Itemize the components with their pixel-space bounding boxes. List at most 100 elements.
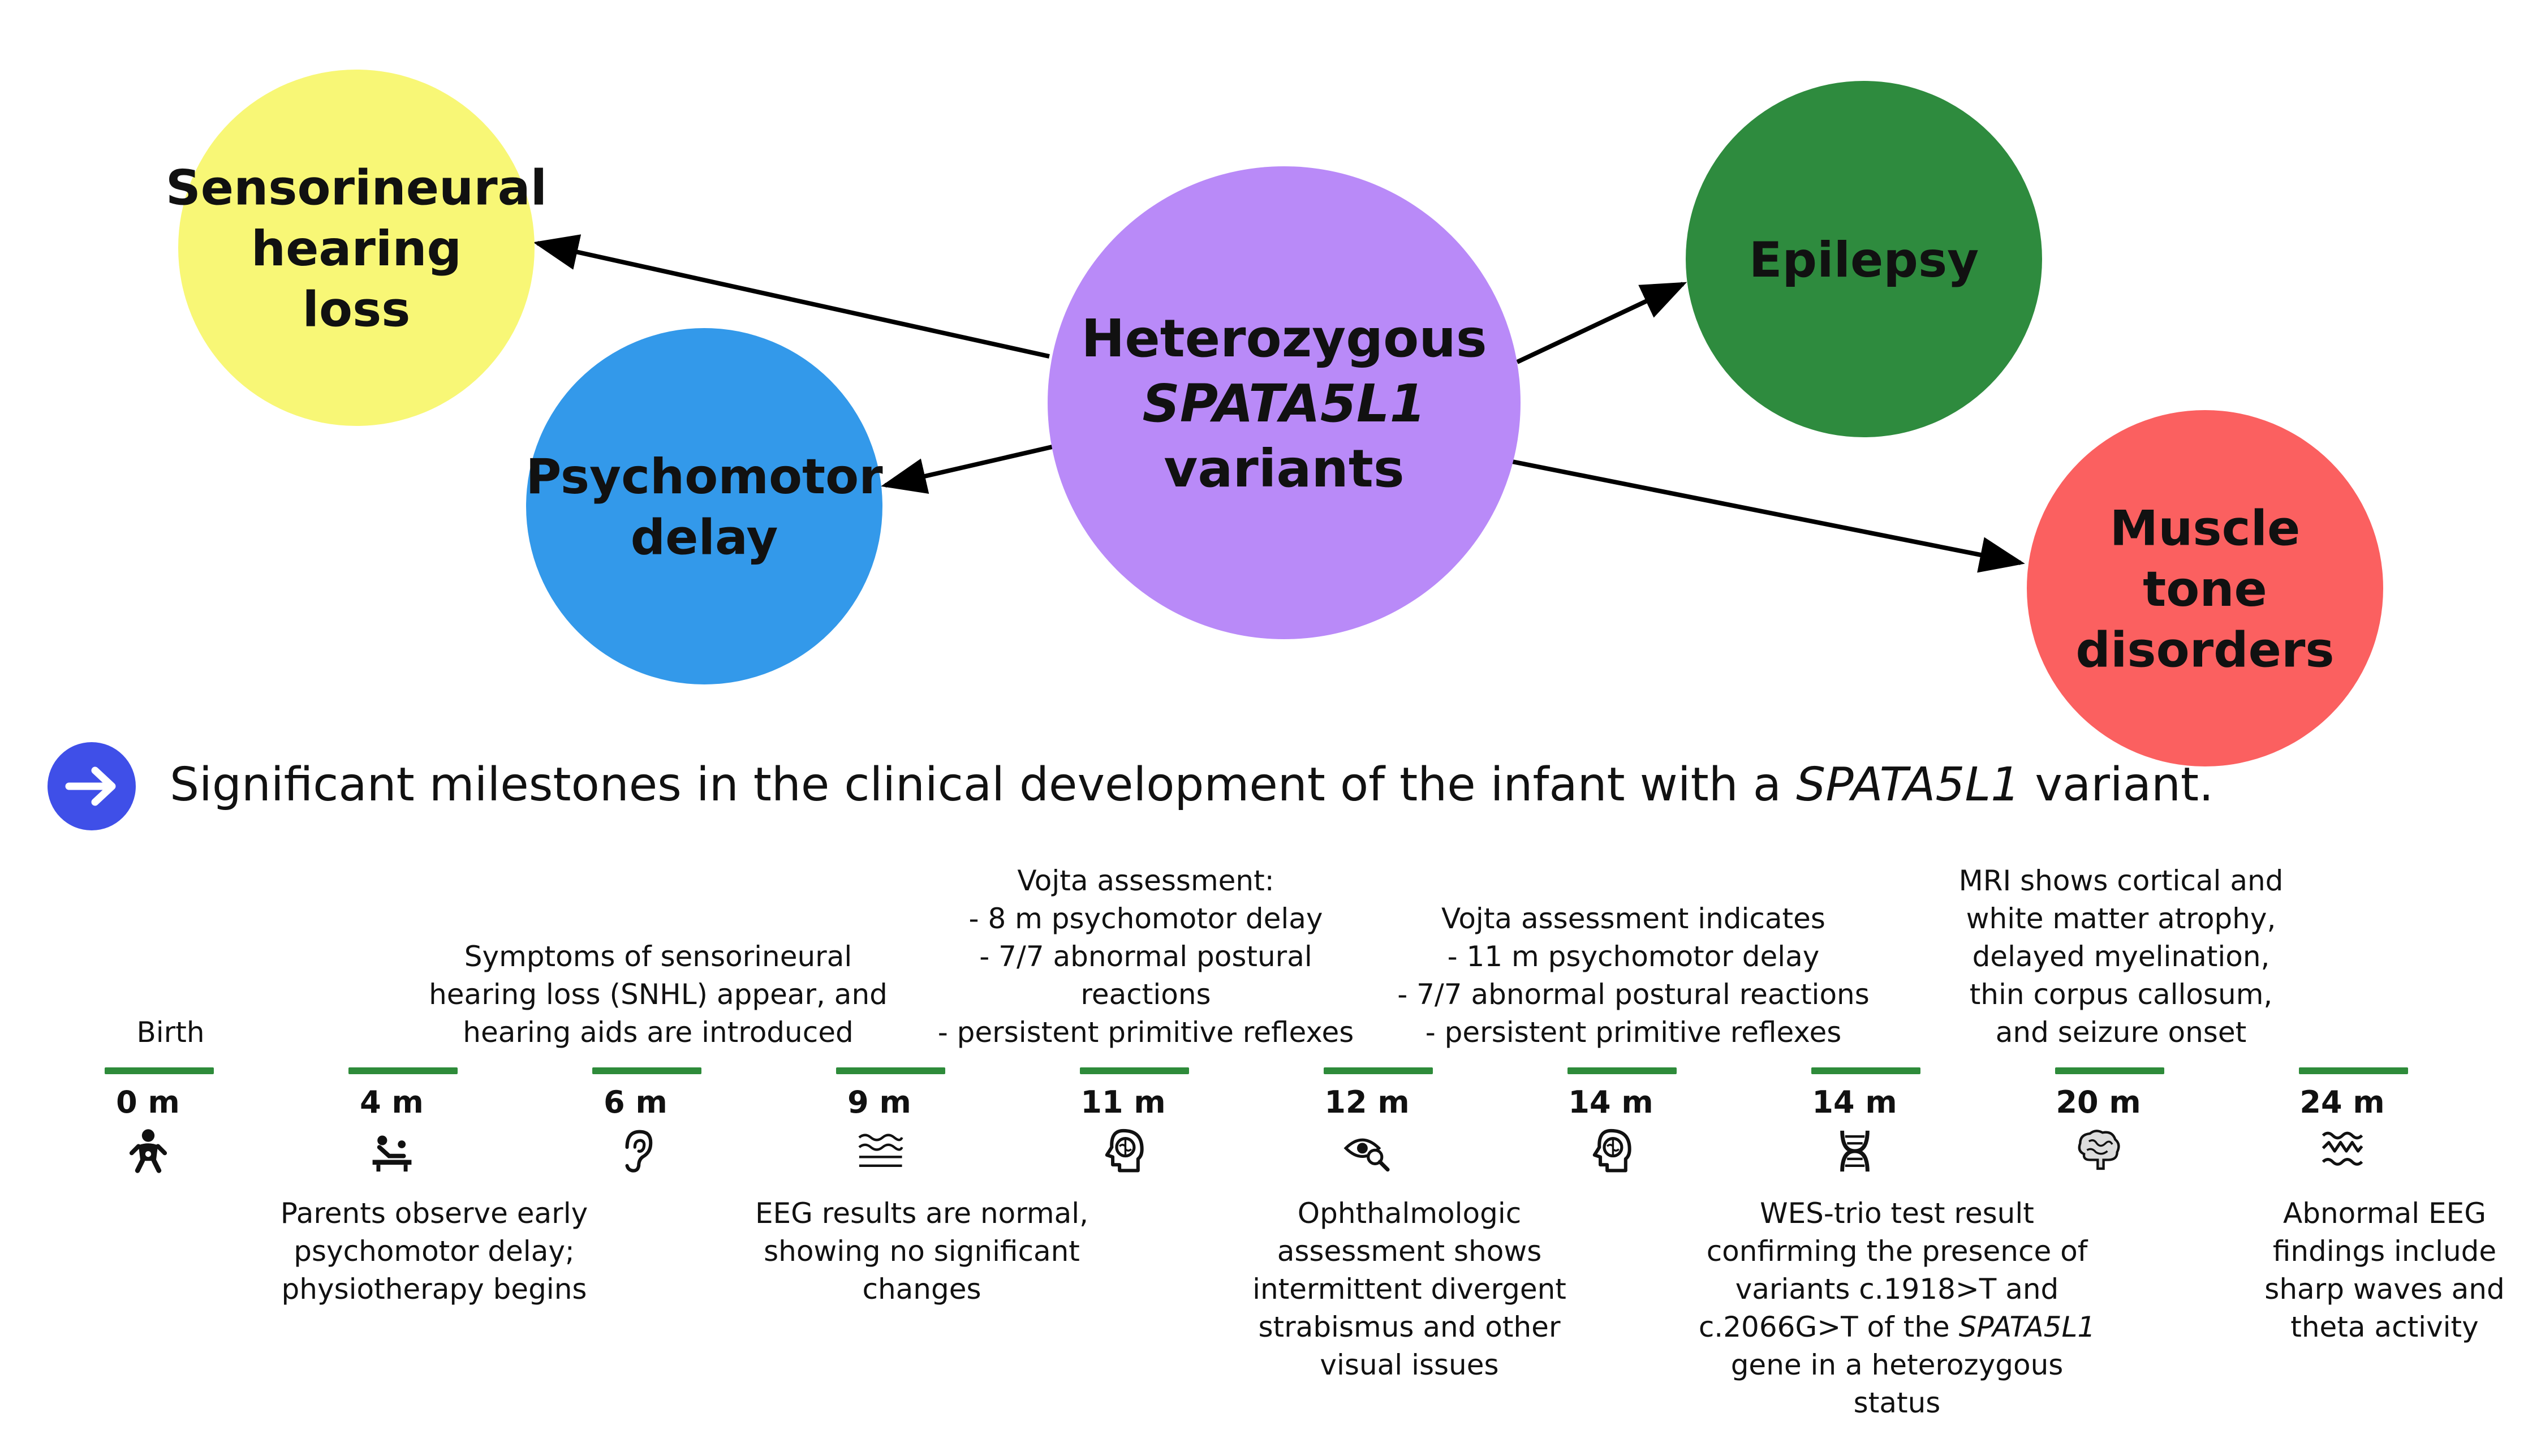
circle-hearing-label-line: loss <box>303 281 411 338</box>
milestone-below-line: intermittent divergent <box>1252 1273 1566 1306</box>
milestone-above-line: - 8 m psychomotor delay <box>968 902 1323 935</box>
milestone-above-text: Birth <box>0 712 425 1052</box>
milestone-above-line: reactions <box>1080 978 1211 1011</box>
milestone-below-line: status <box>1853 1386 1941 1419</box>
arrow-to-hearing <box>533 234 1050 359</box>
milestone-above-line: Birth <box>136 1016 205 1049</box>
baby-icon <box>129 1129 167 1173</box>
milestone-time-label: 24 m <box>2299 1084 2385 1120</box>
milestone-time-label: 9 m <box>847 1084 911 1120</box>
heading-suffix: variant. <box>2020 758 2214 812</box>
timeline-heading: Significant milestones in the clinical d… <box>48 742 2214 830</box>
milestone-below-line: psychomotor delay; <box>294 1235 575 1268</box>
circle-center-label-line: Heterozygous <box>1081 308 1487 369</box>
milestone-time-label: 14 m <box>1812 1084 1897 1120</box>
circle-muscle-label-line: disorders <box>2075 622 2334 678</box>
milestone-below-text: Abnormal EEG findings include sharp waves … <box>2170 1195 2528 1346</box>
circle-epilepsy-label-line: Epilepsy <box>1749 232 1979 288</box>
circle-muscle-label-line: Muscle <box>2110 500 2301 557</box>
eye-exam-icon <box>1343 1138 1390 1172</box>
milestone-below-line: visual issues <box>1320 1349 1499 1381</box>
brain-icon <box>2078 1130 2120 1170</box>
milestone-below-line: changes <box>862 1273 981 1306</box>
circle-epilepsy: Epilepsy <box>1686 81 2042 437</box>
milestone-time-label: 14 m <box>1568 1084 1653 1120</box>
milestone-below-line: assessment shows <box>1277 1235 1542 1268</box>
milestone-time-label: 4 m <box>360 1084 424 1120</box>
circle-hearing-shape <box>178 70 535 426</box>
heading-gene: SPATA5L1 <box>1796 758 2021 812</box>
milestone-below-line: c.2066G>T of the SPATA5L1 <box>1698 1311 2096 1343</box>
milestone-above-line: Vojta assessment indicates <box>1441 902 1825 935</box>
arrows-group <box>533 234 2025 573</box>
milestone-below-line: WES-trio test result <box>1760 1197 2034 1230</box>
milestone-below-line: Parents observe early <box>280 1197 588 1230</box>
milestone-below-text: EEG results are normal, showing no signif… <box>707 1195 1137 1308</box>
milestone-above-line: and seizure onset <box>1995 1016 2247 1049</box>
milestone-above-line: - 7/7 abnormal postural <box>979 940 1312 973</box>
milestone-above-line: Symptoms of sensorineural <box>464 940 852 973</box>
head-brain-icon <box>1105 1128 1144 1173</box>
milestone-below-line: gene in a heterozygous <box>1730 1349 2064 1381</box>
milestone-above-text: Symptoms of sensorineural hearing loss (S… <box>404 712 913 1052</box>
milestone-below-line: EEG results are normal, <box>755 1197 1089 1230</box>
circle-epilepsy-shape <box>1686 81 2042 437</box>
milestone-above-lines: Birth <box>0 1014 425 1052</box>
milestone-below-line: physiotherapy begins <box>281 1273 587 1306</box>
dna-icon <box>1840 1130 1870 1172</box>
milestone-below-line: sharp waves and <box>2264 1273 2505 1306</box>
milestone-below-line: Ophthalmologic <box>1297 1197 1522 1230</box>
milestone-time-label: 6 m <box>604 1084 667 1120</box>
timeline-tick-line <box>1811 1067 1920 1074</box>
milestone-above-lines: Vojta assessment indicates - 11 m psychom… <box>1379 900 1888 1052</box>
milestone-below-line: variants c.1918>T and <box>1735 1273 2059 1306</box>
timeline-tick-line <box>348 1067 458 1074</box>
milestone-above-line: thin corpus callosum, <box>1969 978 2273 1011</box>
milestone-above-lines: Symptoms of sensorineural hearing loss (S… <box>404 938 913 1052</box>
milestone-above-line: - persistent primitive reflexes <box>937 1016 1354 1049</box>
timeline-tick-line <box>1324 1067 1433 1074</box>
milestone-time-label: 0 m <box>116 1084 180 1120</box>
milestone-above-line: delayed myelination, <box>1972 940 2270 973</box>
milestone-below-line: confirming the presence of <box>1706 1235 2088 1268</box>
abnormal-waves-icon <box>2322 1131 2363 1166</box>
milestone-below-line: showing no significant <box>764 1235 1080 1268</box>
timeline-tick-line <box>1567 1067 1677 1074</box>
milestone-above-line: - 7/7 abnormal postural reactions <box>1397 978 1870 1011</box>
milestone-above-line: - persistent primitive reflexes <box>1425 1016 1842 1049</box>
milestone-time-label: 20 m <box>2056 1084 2141 1120</box>
milestone-below-line: findings include <box>2272 1235 2497 1268</box>
milestone-above-lines: Vojta assessment:- 8 m psychomotor delay… <box>892 862 1401 1052</box>
circle-center-shape <box>1048 166 1521 639</box>
milestone-below-line: Abnormal EEG <box>2283 1197 2486 1230</box>
circle-hearing-label-line: Sensorineural <box>166 160 547 216</box>
arrow-right-icon <box>48 742 136 830</box>
circle-psychomotor-label-line: delay <box>631 510 778 566</box>
timeline-tick-line <box>1080 1067 1189 1074</box>
milestone-below-text: WES-trio test result confirming the prese… <box>1682 1195 2112 1422</box>
timeline-tick-line <box>2055 1067 2164 1074</box>
heading-prefix: Significant milestones in the clinical d… <box>170 758 1797 812</box>
circle-psychomotor-label-line: Psychomotor <box>526 449 883 505</box>
milestone-above-line: hearing loss (SNHL) appear, and <box>429 978 888 1011</box>
circle-center-label-line: SPATA5L1 <box>1142 373 1426 434</box>
milestone-above-line: - 11 m psychomotor delay <box>1447 940 1820 973</box>
head-brain-icon <box>1592 1128 1631 1173</box>
milestone-time-label: 11 m <box>1080 1084 1166 1120</box>
circle-hearing-label-line: hearing <box>251 221 462 277</box>
milestone-below-line: theta activity <box>2290 1311 2479 1343</box>
physiotherapy-icon <box>372 1135 411 1172</box>
timeline-tick-line <box>105 1067 214 1074</box>
arrow-to-epilepsy <box>1516 282 1687 364</box>
milestone-above-line: hearing aids are introduced <box>463 1016 854 1049</box>
arrow-to-muscle <box>1509 459 2025 573</box>
ear-icon <box>625 1130 652 1173</box>
circle-muscle-label-line: tone <box>2143 561 2267 618</box>
